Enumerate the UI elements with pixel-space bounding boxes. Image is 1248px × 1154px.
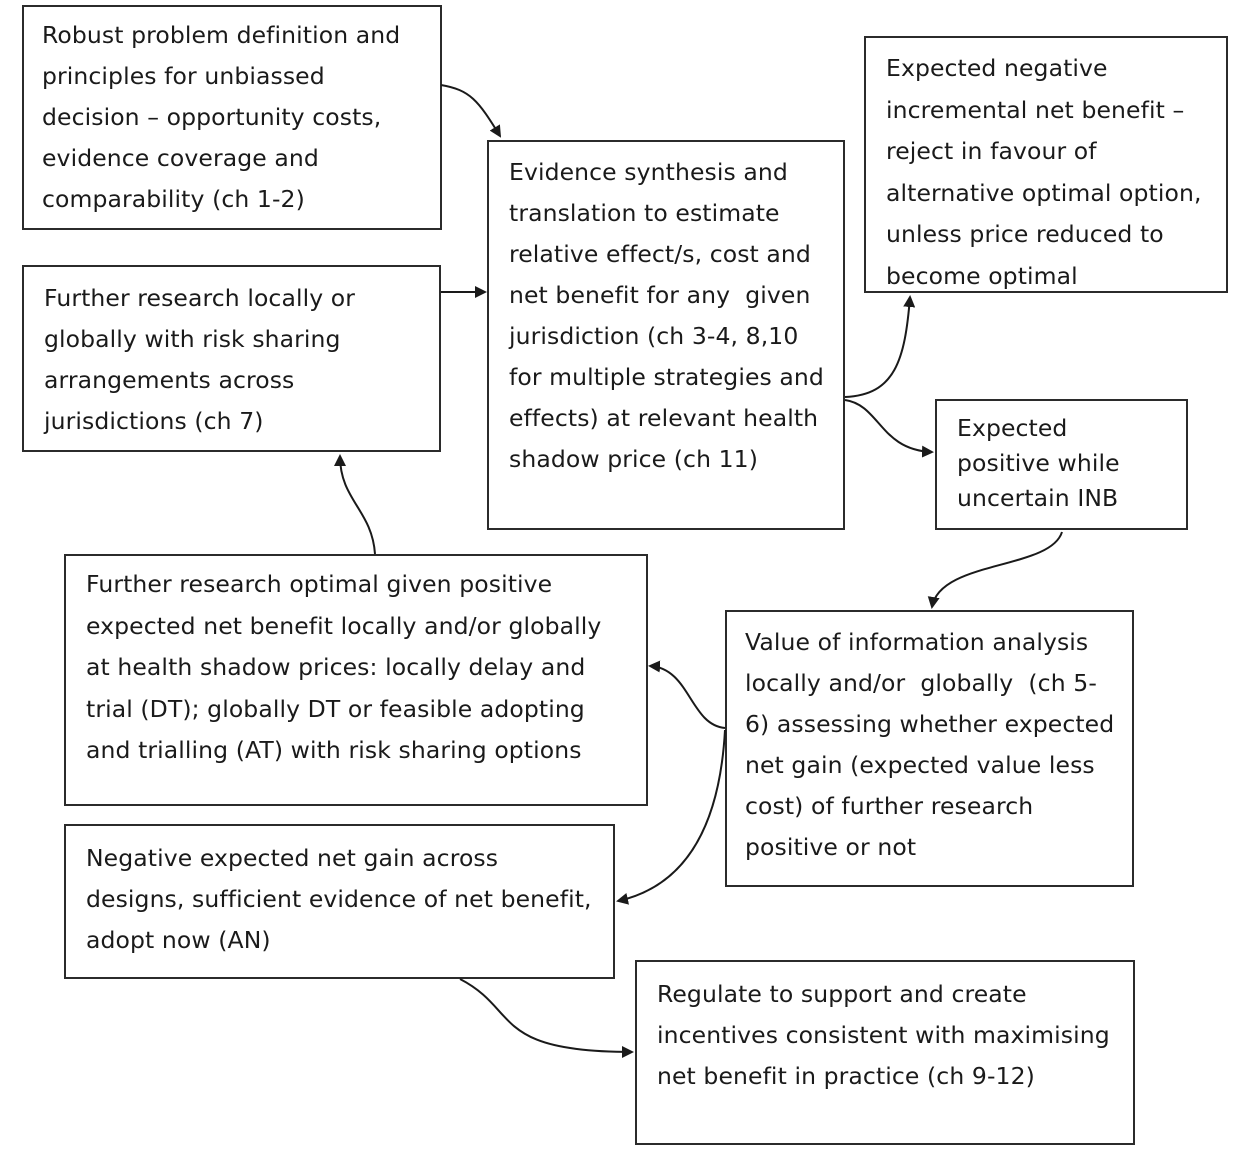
text-line: cost) of further research [745, 792, 1034, 820]
value-of-information-text: Value of information analysis locally and… [745, 622, 1114, 868]
text-line: Negative expected net gain across [86, 844, 499, 872]
text-line: incremental net benefit – [886, 95, 1185, 124]
text-line: Regulate to support and create [657, 980, 1027, 1008]
arrow-problem-to-synthesis [440, 84, 502, 138]
text-line: Value of information analysis [745, 628, 1089, 656]
evidence-synthesis-box: Evidence synthesis and translation to est… [487, 140, 845, 530]
further-research-risk-sharing-box: Further research locally or globally with… [22, 265, 441, 452]
text-line: for multiple strategies and [509, 363, 824, 391]
problem-definition-box: Robust problem definition and principles … [22, 5, 442, 230]
arrow-synthesis-to-positive [844, 399, 934, 458]
value-of-information-box: Value of information analysis locally and… [725, 610, 1134, 887]
text-line: Expected negative [886, 54, 1108, 82]
adopt-now-text: Negative expected net gain across designs… [86, 838, 592, 961]
text-line: positive while [957, 449, 1120, 477]
text-line: locally and/or globally (ch 5- [745, 669, 1097, 697]
text-line: evidence coverage and [42, 144, 319, 172]
text-line: net gain (expected value less [745, 751, 1095, 779]
text-line: trial (DT); globally DT or feasible adop… [86, 694, 585, 723]
further-research-risk-sharing-text: Further research locally or globally with… [44, 278, 355, 442]
text-line: relative effect/s, cost and [509, 240, 811, 268]
negative-inb-box: Expected negative incremental net benefit… [864, 36, 1228, 293]
text-line: Evidence synthesis and [509, 158, 788, 186]
text-line: arrangements across [44, 366, 295, 394]
text-line: unless price reduced to [886, 220, 1164, 248]
arrow-synthesis-to-negative [844, 295, 916, 398]
text-line: jurisdictions (ch 7) [44, 407, 264, 435]
text-line: expected net benefit locally and/or glob… [86, 611, 602, 640]
text-line: globally with risk sharing [44, 325, 341, 353]
text-line: adopt now (AN) [86, 926, 271, 954]
text-line: 6) assessing whether expected [745, 710, 1115, 738]
text-line: at health shadow prices: locally delay a… [86, 653, 586, 681]
further-research-optimal-box: Further research optimal given positive e… [64, 554, 648, 806]
positive-inb-box: Expected positive while uncertain INB [935, 399, 1188, 530]
text-line: uncertain INB [957, 484, 1119, 512]
regulate-text: Regulate to support and create incentives… [657, 974, 1110, 1097]
arrow-positive-to-voi [927, 531, 1063, 609]
text-line: become optimal [886, 261, 1078, 290]
text-line: decision – opportunity costs, [42, 103, 382, 131]
text-line: Further research optimal given positive [86, 570, 553, 598]
text-line: Robust problem definition and [42, 21, 401, 49]
arrow-adopt-now-to-regulate [459, 978, 634, 1058]
text-line: incentives consistent with maximising [657, 1021, 1110, 1049]
text-line: designs, sufficient evidence of net bene… [86, 885, 592, 913]
text-line: jurisdiction (ch 3-4, 8,10 [509, 322, 799, 350]
negative-inb-text: Expected negative incremental net benefit… [886, 48, 1202, 291]
text-line: Expected [957, 414, 1068, 442]
positive-inb-text: Expected positive while uncertain INB [957, 411, 1120, 516]
text-line: principles for unbiassed [42, 62, 325, 90]
text-line: and trialling (AT) with risk sharing opt… [86, 736, 582, 764]
text-line: alternative optimal option, [886, 178, 1202, 207]
text-line: shadow price (ch 11) [509, 445, 759, 473]
text-line: effects) at relevant health [509, 404, 819, 432]
further-research-optimal-text: Further research optimal given positive e… [86, 564, 601, 772]
evidence-synthesis-text: Evidence synthesis and translation to est… [509, 152, 824, 480]
arrow-voi-to-adopt-now [616, 729, 726, 905]
text-line: translation to estimate [509, 199, 780, 227]
regulate-box: Regulate to support and create incentives… [635, 960, 1135, 1145]
text-line: reject in favour of [886, 137, 1097, 165]
text-line: net benefit for any given [509, 281, 811, 309]
problem-definition-text: Robust problem definition and principles … [42, 15, 400, 220]
text-line: comparability (ch 1-2) [42, 185, 305, 213]
text-line: Further research locally or [44, 284, 356, 312]
arrow-research-optimal-to-sharing [334, 454, 376, 555]
adopt-now-box: Negative expected net gain across designs… [64, 824, 615, 979]
text-line: positive or not [745, 833, 917, 861]
text-line: net benefit in practice (ch 9-12) [657, 1062, 1035, 1090]
arrow-voi-to-research-optimal [648, 660, 726, 729]
